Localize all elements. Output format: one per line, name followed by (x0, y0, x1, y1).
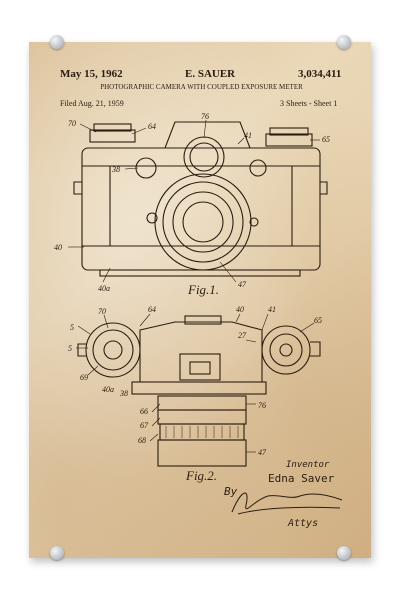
mount-pin-top-left (50, 35, 64, 49)
fig1-reference-labels: 70 64 76 41 65 38 40 40a 47 (54, 112, 330, 293)
patent-number: 3,034,411 (298, 68, 342, 80)
sheet-count: 3 Sheets - Sheet 1 (280, 99, 338, 108)
mount-pin-top-right (337, 35, 351, 49)
fig2-label: 70 (98, 307, 106, 316)
fig2-label: 47 (258, 448, 267, 457)
fig1-label: 40a (98, 284, 110, 293)
fig2-label: 65 (314, 316, 322, 325)
fig2-label: 40a (102, 385, 114, 394)
mount-pin-bottom-left (50, 546, 64, 560)
filed-date: Filed Aug. 21, 1959 (60, 99, 124, 108)
inventor-label: Inventor (286, 460, 330, 470)
fig2-label: 68 (138, 436, 146, 445)
fig1-caption: Fig.1. (187, 282, 219, 297)
patent-title: PHOTOGRAPHIC CAMERA WITH COUPLED EXPOSUR… (100, 83, 303, 91)
fig1-label: 41 (244, 131, 252, 140)
fig2-label: 69 (80, 373, 88, 382)
fig1-camera-front (73, 121, 328, 277)
fig2-label: 40 (236, 305, 244, 314)
attorneys-label: Attys (288, 518, 319, 529)
fig2-label: 76 (258, 401, 266, 410)
fig2-reference-labels: 40 41 65 64 70 5 5 27 69 40a 38 66 67 68… (68, 305, 322, 457)
patent-author: E. SAUER (185, 68, 236, 80)
fig1-label: 76 (201, 112, 209, 121)
fig1-leader-lines (68, 119, 320, 283)
attorney-signature (231, 492, 343, 515)
fig2-caption: Fig.2. (185, 468, 217, 483)
fig2-label: 64 (148, 305, 156, 314)
fig1-label: 70 (68, 119, 76, 128)
fig2-label: 5 (70, 323, 74, 332)
fig1-label: 47 (238, 280, 247, 289)
fig2-label: 66 (140, 407, 148, 416)
fig2-camera-top (77, 315, 321, 467)
mount-pin-bottom-right (337, 546, 351, 560)
patent-date: May 15, 1962 (60, 68, 123, 80)
patent-print-panel (29, 42, 371, 558)
fig2-label: 67 (140, 421, 149, 430)
fig1-label: 65 (322, 135, 330, 144)
inventor-name: Edna Saver (268, 472, 335, 485)
fig1-label: 40 (54, 243, 62, 252)
fig2-leader-lines (76, 313, 315, 453)
fig2-label: 41 (268, 305, 276, 314)
fig1-label: 38 (111, 165, 120, 174)
fig2-label: 27 (238, 331, 247, 340)
fig2-lens-knurling (165, 426, 239, 438)
by-label: By (224, 485, 238, 498)
fig1-label: 64 (148, 122, 156, 131)
fig2-label: 5 (68, 344, 72, 353)
fig2-label: 38 (119, 389, 128, 398)
